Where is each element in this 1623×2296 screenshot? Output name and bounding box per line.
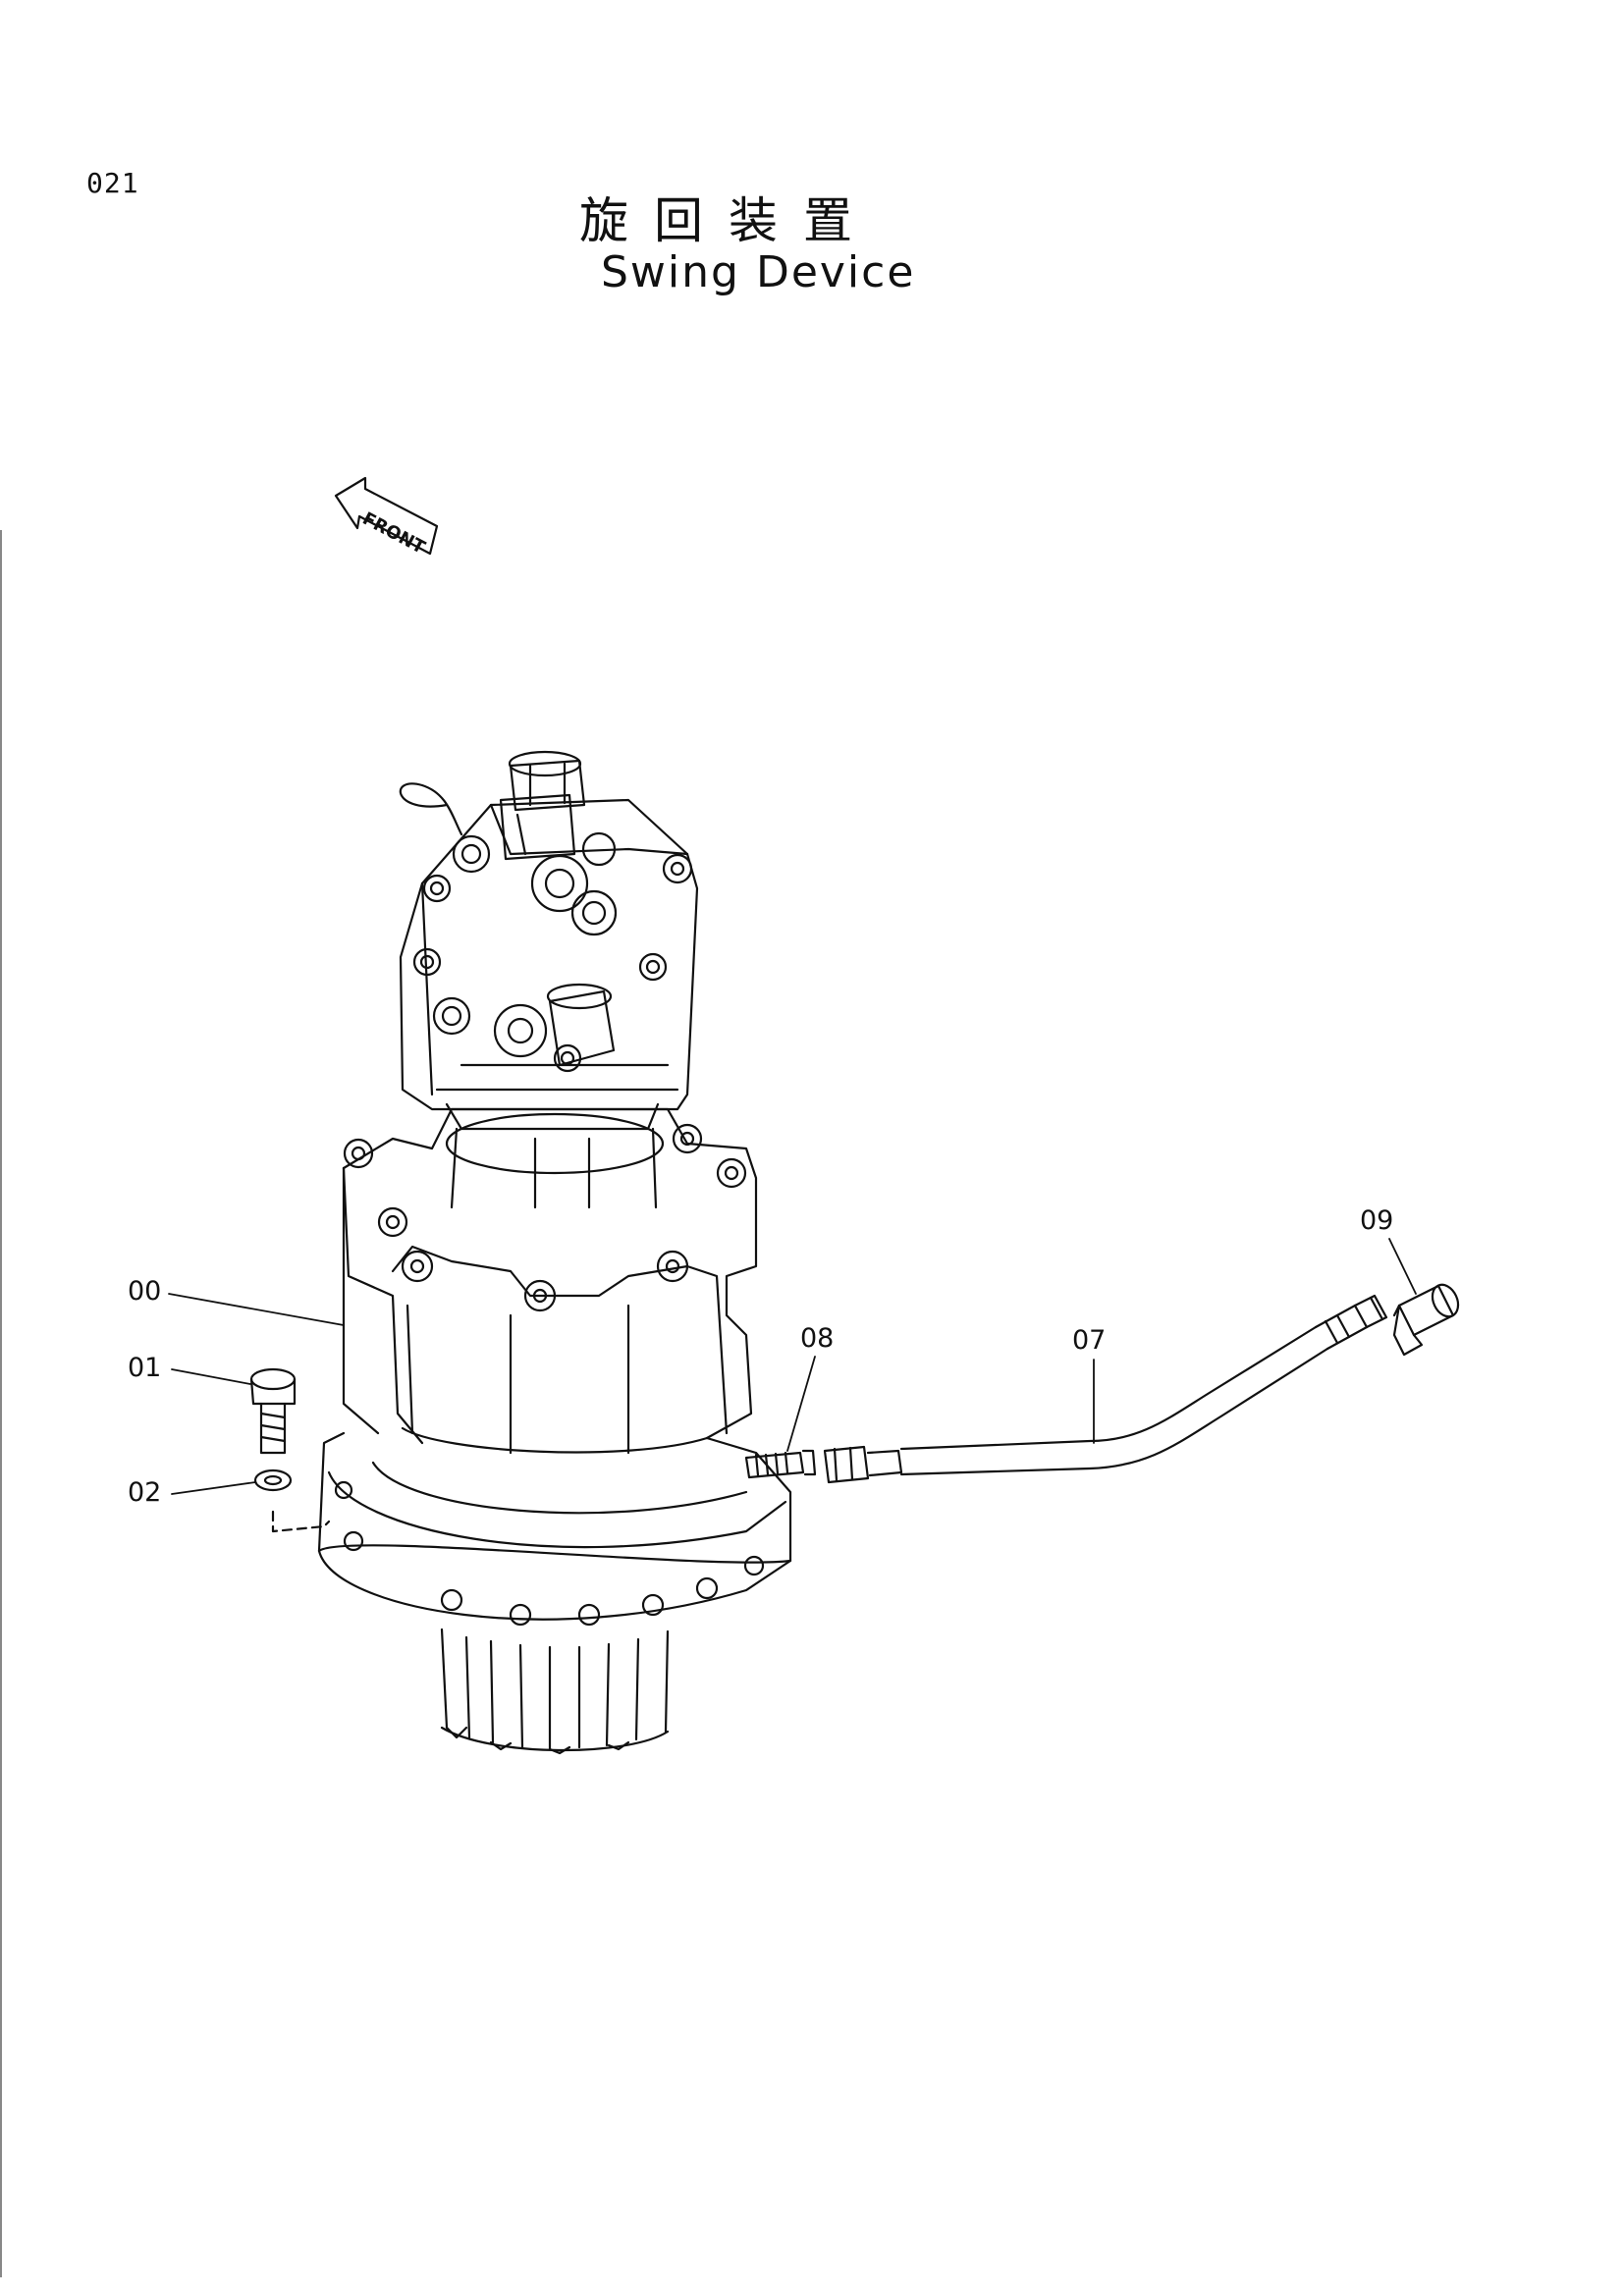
front-arrow-icon: FRONT — [334, 476, 439, 559]
hose-part-07 — [823, 1294, 1388, 1484]
part-label-09: 09 — [1360, 1205, 1394, 1236]
part-label-08: 08 — [800, 1323, 835, 1354]
bolt-hole-leader — [271, 1510, 331, 1533]
fitting-part-08 — [744, 1449, 817, 1479]
part-label-00: 00 — [128, 1276, 162, 1307]
valve-block — [399, 750, 699, 1111]
motor-housing — [317, 1102, 792, 1755]
part-label-02: 02 — [128, 1477, 162, 1508]
bolt-part-01 — [249, 1367, 297, 1455]
part-label-07: 07 — [1072, 1325, 1107, 1356]
plug-part-09 — [1392, 1283, 1460, 1357]
leader-lines — [168, 1238, 1417, 1495]
page-number: 021 — [86, 167, 139, 199]
page-title-japanese: 旋回装置 — [579, 192, 878, 249]
part-label-01: 01 — [128, 1353, 162, 1383]
page-edge-rule — [0, 530, 2, 2277]
page-title-english: Swing Device — [601, 247, 916, 297]
washer-part-02 — [253, 1468, 293, 1492]
